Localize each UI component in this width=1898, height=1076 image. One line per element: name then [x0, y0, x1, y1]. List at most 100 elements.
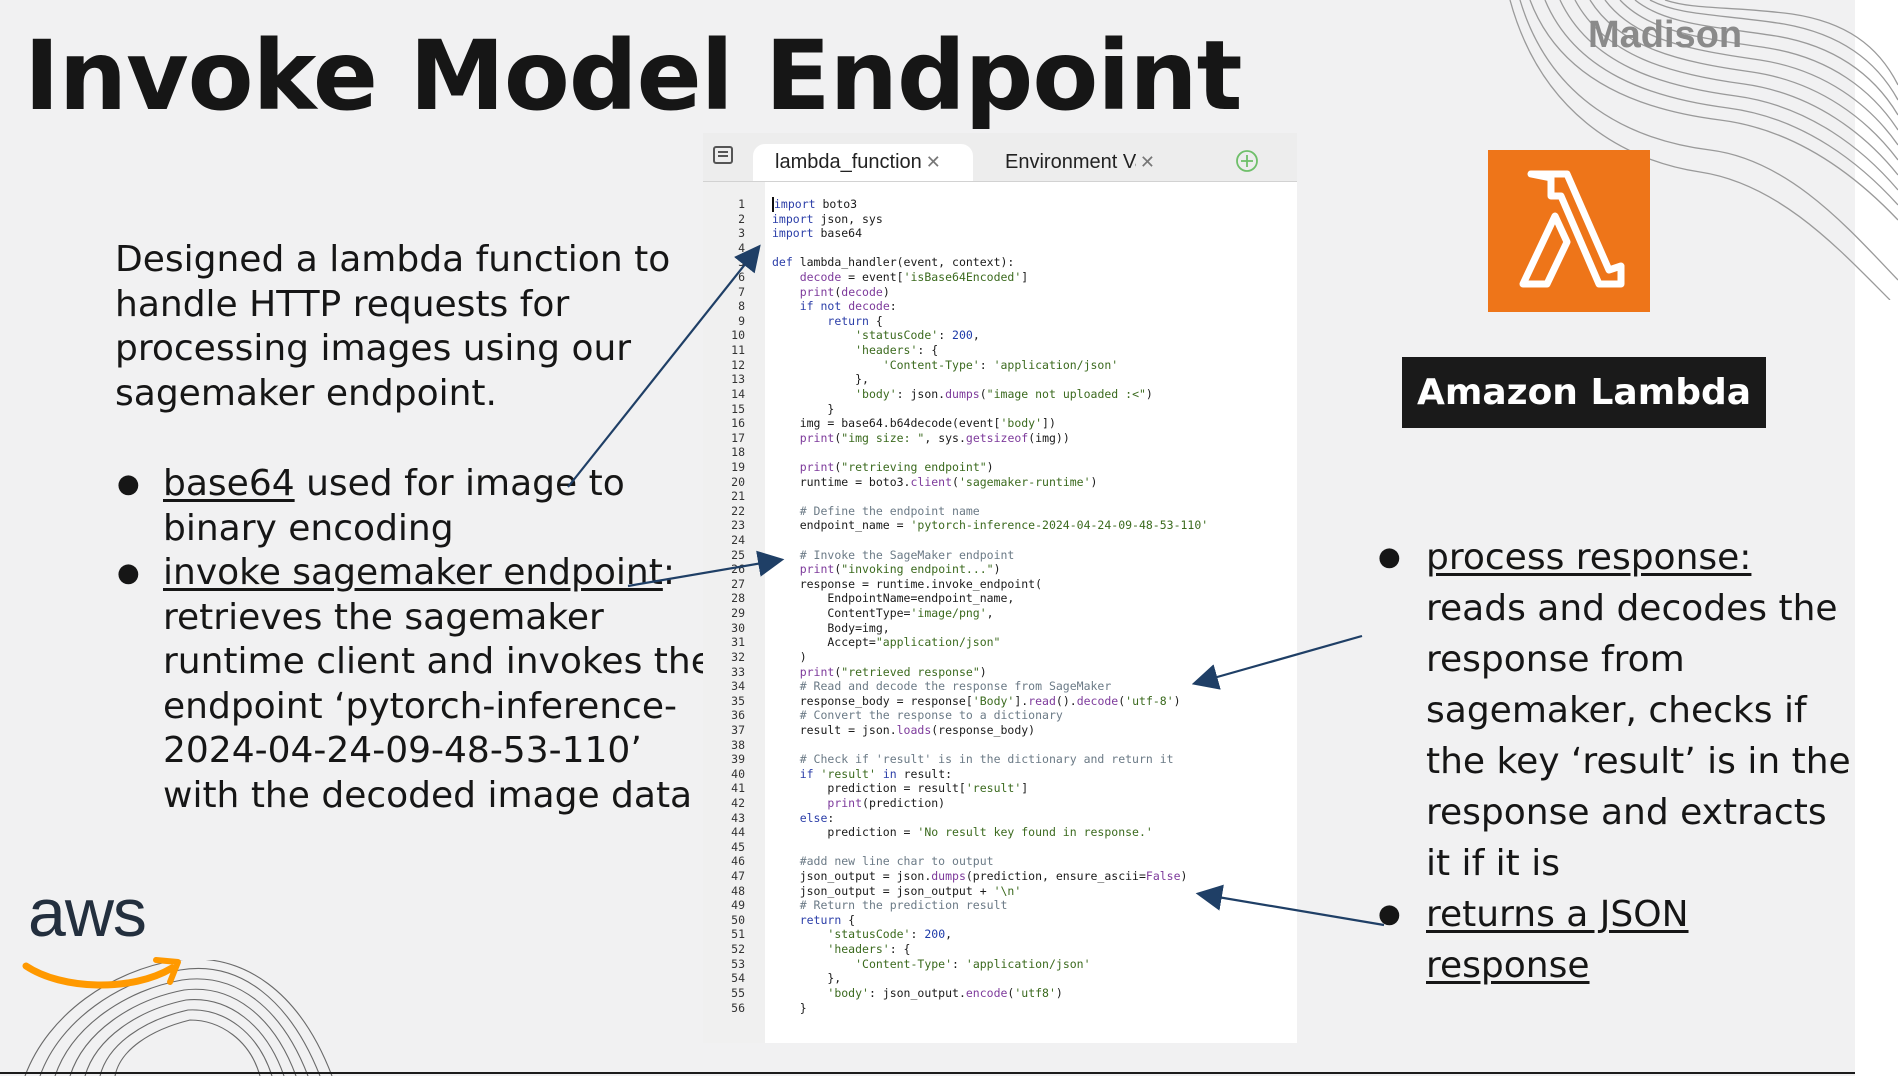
code-line: 56 }	[703, 1001, 1297, 1016]
code-text: 'headers': {	[827, 942, 911, 957]
line-number: 33	[731, 664, 745, 679]
code-text: },	[772, 971, 842, 986]
code-line: 49 # Return the prediction result	[703, 898, 1297, 913]
line-number: 15	[731, 401, 745, 416]
line-number: 34	[731, 679, 745, 694]
code-text: return {	[827, 313, 883, 328]
line-number: 47	[731, 869, 745, 884]
line-number: 38	[731, 737, 745, 752]
code-text: runtime = boto3.client('sagemaker-runtim…	[772, 474, 1098, 489]
code-text: if not decode:	[799, 299, 897, 314]
intro-paragraph: Designed a lambda function to handle HTT…	[115, 239, 671, 414]
base64-link[interactable]: base64	[163, 463, 295, 504]
line-number: 2	[738, 211, 745, 226]
code-editor[interactable]: lambda_function ✕ Environment Var ✕ 1imp…	[703, 133, 1297, 1043]
line-number: 5	[738, 255, 745, 270]
code-line: 7 print(decode)	[703, 285, 1297, 300]
line-number: 40	[731, 766, 745, 781]
code-line: 6 decode = event['isBase64Encoded']	[703, 270, 1297, 285]
code-text: prediction = 'No result key found in res…	[772, 825, 1153, 840]
code-line: 43 else:	[703, 811, 1297, 826]
line-number: 14	[731, 386, 745, 401]
code-line: 31 Accept="application/json"	[703, 635, 1297, 650]
line-number: 12	[731, 357, 745, 372]
code-line: 18	[703, 445, 1297, 460]
tab-environment-variables[interactable]: Environment Var ✕	[993, 144, 1155, 181]
code-text: else:	[799, 810, 835, 825]
line-number: 27	[731, 576, 745, 591]
code-text: }	[772, 1000, 807, 1015]
line-number: 25	[731, 547, 745, 562]
code-line: 47 json_output = json.dumps(prediction, …	[703, 869, 1297, 884]
code-text: # Read and decode the response from Sage…	[799, 679, 1112, 694]
line-number: 44	[731, 825, 745, 840]
line-number: 53	[731, 956, 745, 971]
code-text: json_output = json_output + '\n'	[772, 883, 1022, 898]
line-number: 51	[731, 927, 745, 942]
code-text: img = base64.b64decode(event['body'])	[772, 416, 1056, 431]
line-number: 4	[738, 240, 745, 255]
code-line: 54 },	[703, 971, 1297, 986]
line-number: 6	[738, 270, 745, 285]
line-number: 29	[731, 606, 745, 621]
editor-tab-bar: lambda_function ✕ Environment Var ✕	[703, 133, 1297, 182]
code-text: decode = event['isBase64Encoded']	[799, 270, 1029, 285]
code-line: 21	[703, 489, 1297, 504]
code-text: 'statusCode': 200,	[855, 328, 980, 343]
code-text: if 'result' in result:	[799, 766, 953, 781]
line-number: 35	[731, 693, 745, 708]
code-line: 38	[703, 738, 1297, 753]
line-number: 54	[731, 971, 745, 986]
brand-watermark: Madison	[1588, 14, 1743, 56]
line-number: 52	[731, 942, 745, 957]
line-number: 43	[731, 810, 745, 825]
aws-wordmark: aws	[28, 875, 147, 951]
line-number: 21	[731, 489, 745, 504]
file-menu-icon[interactable]	[711, 145, 737, 165]
process-response-link[interactable]: process response:	[1426, 537, 1752, 578]
code-text: 'body': json_output.encode('utf8')	[827, 985, 1063, 1000]
aws-logo: aws	[22, 875, 182, 998]
code-line: 17 print("img size: ", sys.getsizeof(img…	[703, 431, 1297, 446]
code-line: 15 }	[703, 402, 1297, 417]
code-text: endpoint_name = 'pytorch-inference-2024-…	[772, 518, 1209, 533]
code-line: 10 'statusCode': 200,	[703, 328, 1297, 343]
aws-smile-icon	[22, 957, 181, 989]
line-number: 56	[731, 1000, 745, 1015]
code-text: print("retrieving endpoint")	[799, 459, 994, 474]
line-number: 3	[738, 226, 745, 241]
add-tab-icon[interactable]	[1235, 149, 1259, 173]
invoke-endpoint-link[interactable]: invoke sagemaker endpoint	[163, 552, 663, 593]
tab-label: lambda_function	[775, 151, 922, 173]
code-text: # Define the endpoint name	[799, 503, 980, 518]
line-number: 10	[731, 328, 745, 343]
line-number: 22	[731, 503, 745, 518]
code-line: 44 prediction = 'No result key found in …	[703, 825, 1297, 840]
close-icon[interactable]: ✕	[1139, 152, 1155, 172]
line-number: 19	[731, 459, 745, 474]
returns-json-link[interactable]: returns a JSON response	[1426, 894, 1689, 986]
slide-title: Invoke Model Endpoint	[24, 20, 1242, 132]
code-line: 16 img = base64.b64decode(event['body'])	[703, 416, 1297, 431]
line-number: 11	[731, 343, 745, 358]
code-line: 26 print("invoking endpoint...")	[703, 562, 1297, 577]
list-item: process response: reads and decodes the …	[1378, 532, 1858, 889]
tab-lambda-function[interactable]: lambda_function ✕	[753, 144, 973, 181]
code-text: # Check if 'result' is in the dictionary…	[799, 752, 1174, 767]
code-text: import boto3	[772, 197, 858, 212]
code-text: json_output = json.dumps(prediction, ens…	[772, 869, 1188, 884]
line-number: 28	[731, 591, 745, 606]
right-bullet-list: process response: reads and decodes the …	[1378, 532, 1858, 991]
code-text: ContentType='image/png',	[772, 606, 994, 621]
close-icon[interactable]: ✕	[925, 152, 941, 172]
line-number: 17	[731, 430, 745, 445]
code-text: import base64	[772, 226, 863, 241]
code-line: 51 'statusCode': 200,	[703, 927, 1297, 942]
line-number: 13	[731, 372, 745, 387]
code-text: result = json.loads(response_body)	[772, 722, 1036, 737]
code-text: prediction = result['result']	[772, 781, 1029, 796]
